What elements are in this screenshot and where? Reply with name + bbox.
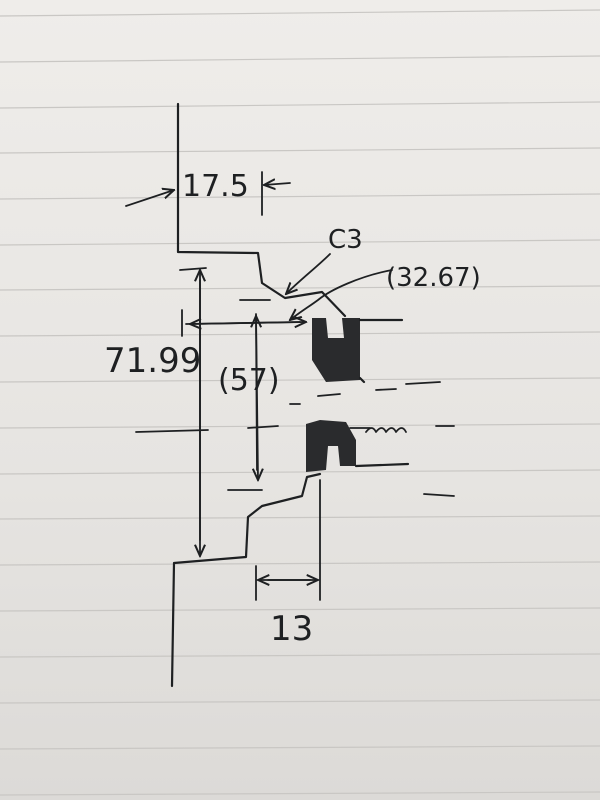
chamfer-label: C3 bbox=[328, 225, 363, 255]
upper-section-hatched bbox=[312, 318, 360, 382]
bore-diameter-label: (32.67) bbox=[386, 263, 481, 293]
dimension-top-width: 17.5 bbox=[182, 169, 249, 204]
part-outline bbox=[176, 102, 347, 318]
overall-height-label: 71.99 bbox=[104, 341, 201, 381]
part-lower-outline bbox=[170, 472, 322, 688]
bottom-width-label: 13 bbox=[270, 609, 313, 649]
inner-height-label: (57) bbox=[218, 363, 280, 398]
lower-section-hatched bbox=[306, 420, 356, 472]
